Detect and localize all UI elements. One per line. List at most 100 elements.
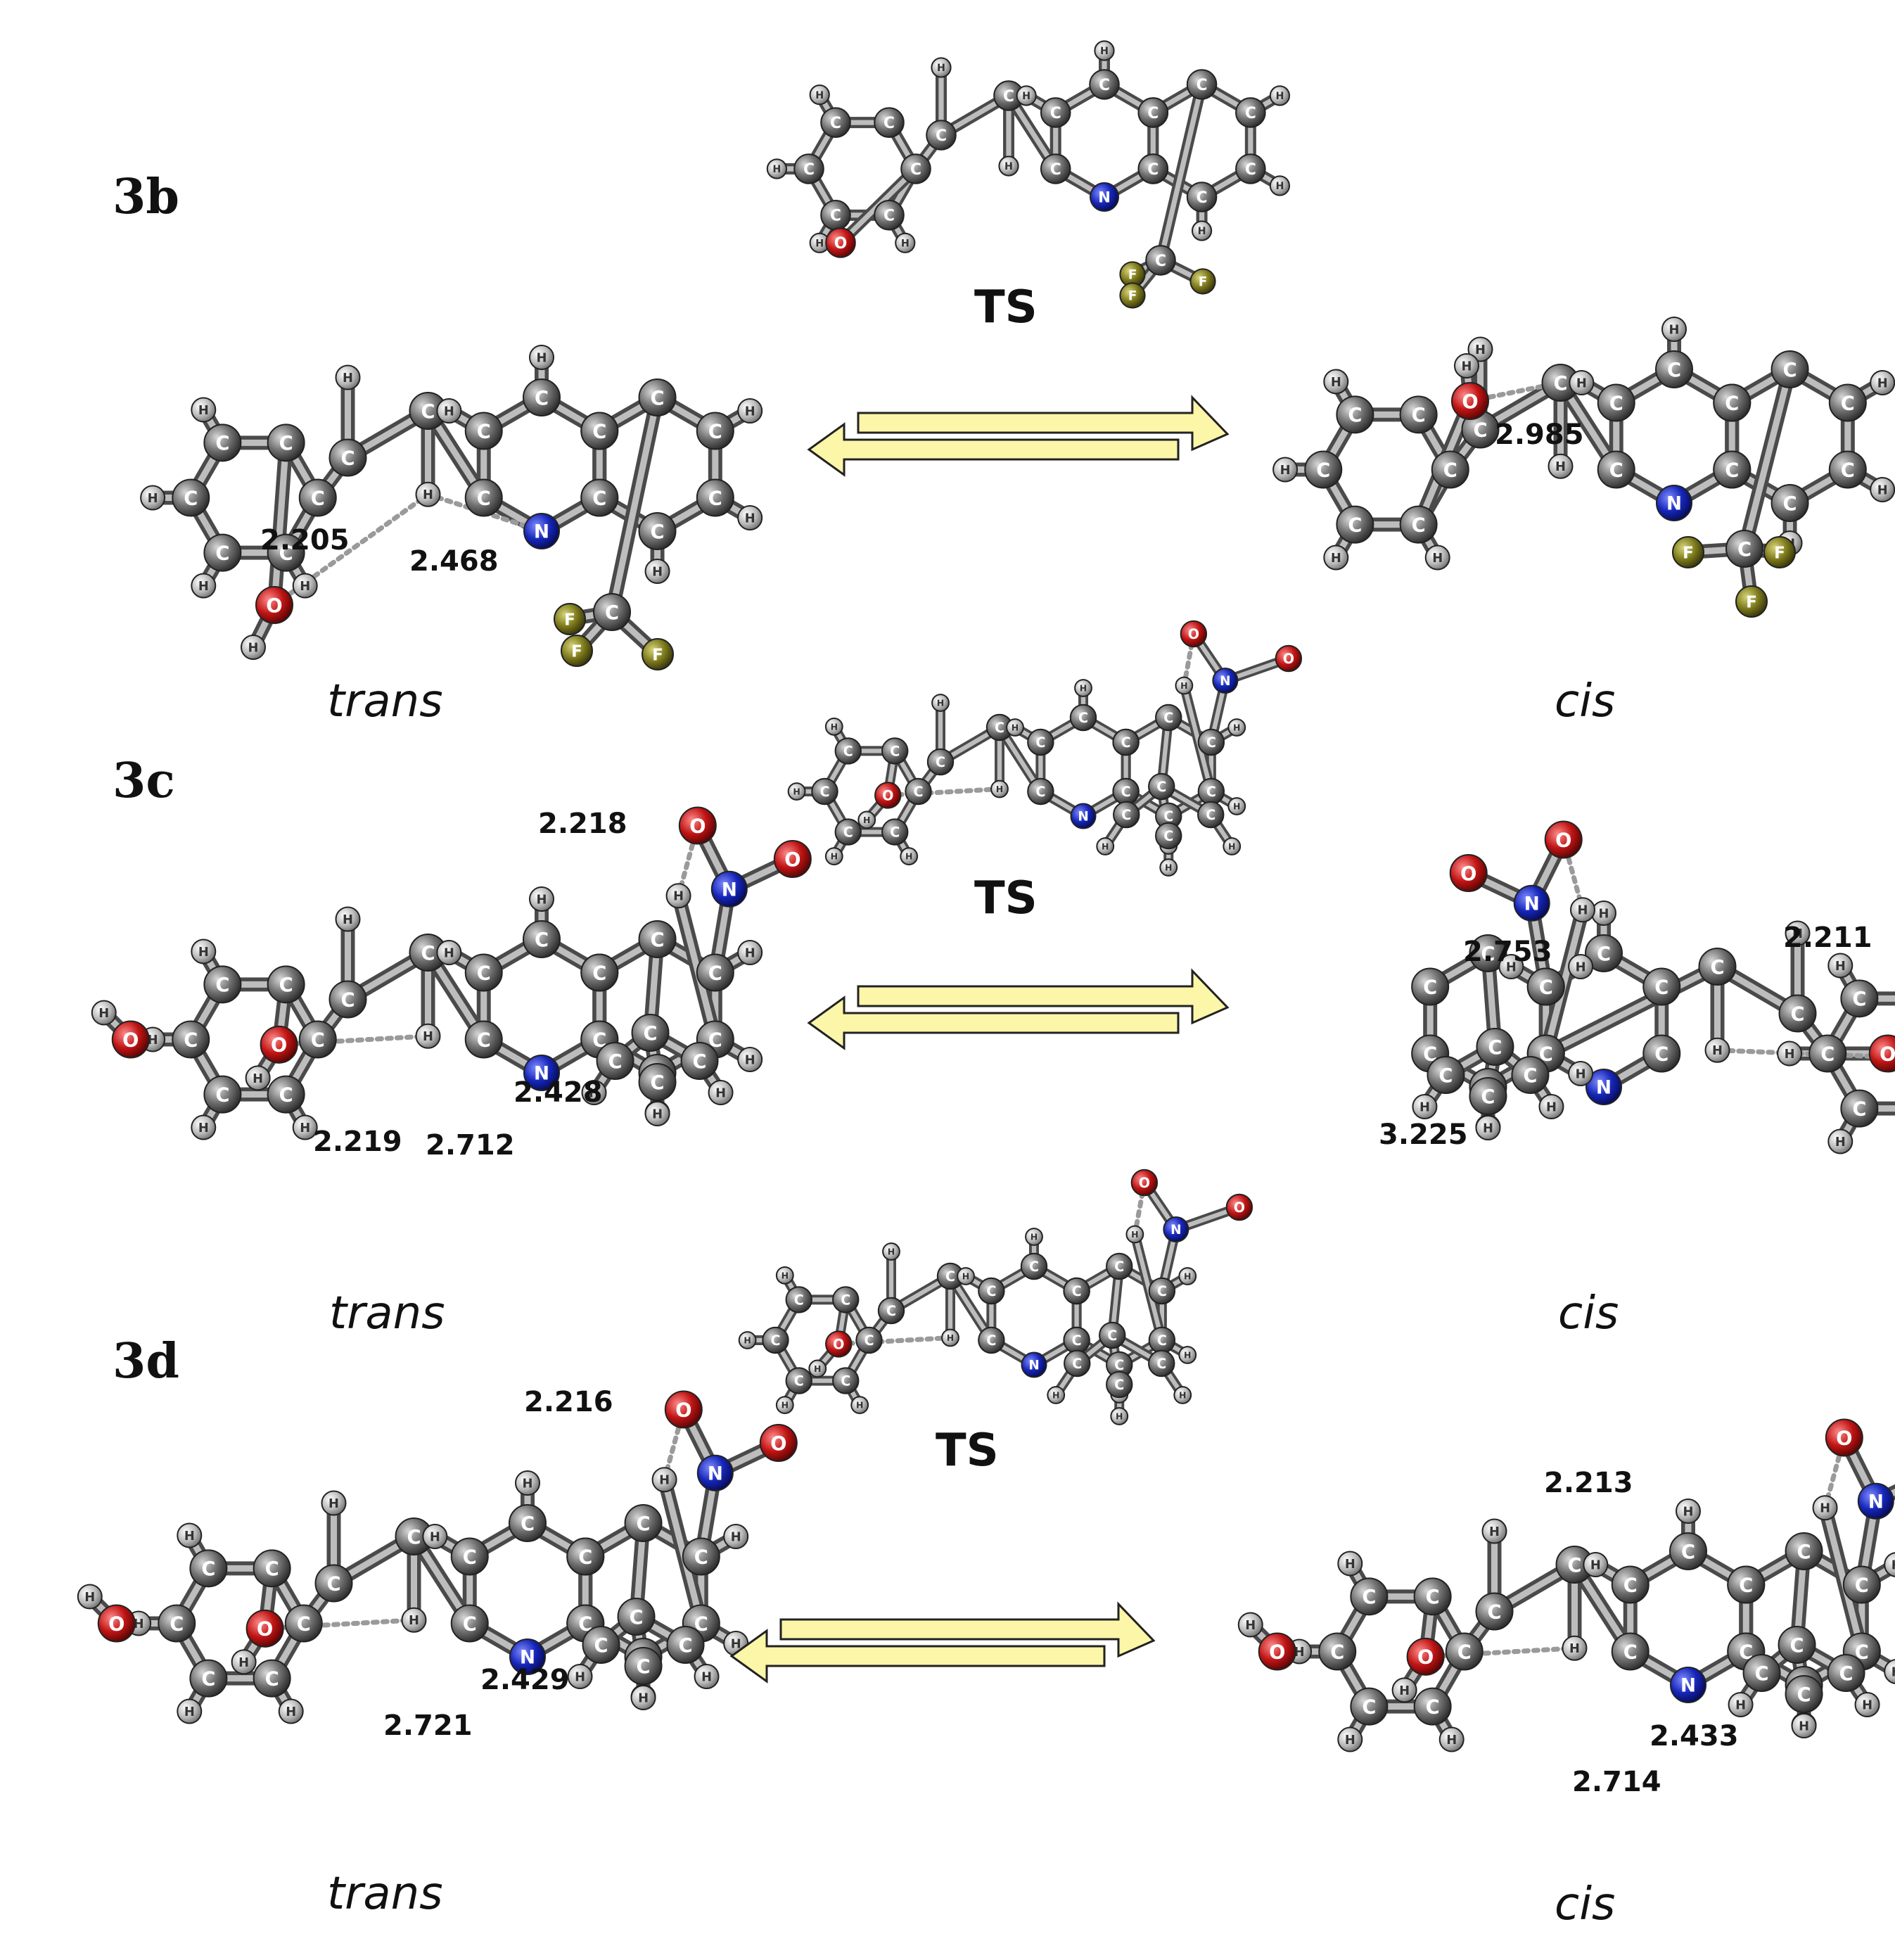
- hydrogen-bond: [885, 787, 1002, 798]
- atom-symbol: C: [913, 784, 923, 800]
- atom-H: [581, 1080, 607, 1105]
- atom-C: [267, 533, 305, 572]
- atom-symbol: C: [1667, 359, 1681, 381]
- atom-symbol: H: [343, 912, 353, 927]
- atom-C: [1186, 182, 1218, 212]
- atom-H: [436, 398, 462, 424]
- atom-symbol: H: [1399, 1684, 1410, 1698]
- atom-symbol: F: [1199, 275, 1208, 290]
- atom-symbol: H: [1198, 226, 1206, 237]
- atom-C: [523, 378, 561, 416]
- atom-symbol: N: [534, 522, 549, 543]
- atom-H: [1562, 1635, 1588, 1661]
- atom-symbol: C: [1739, 1641, 1753, 1663]
- atom-symbol: C: [201, 1558, 215, 1580]
- atom-symbol: H: [444, 404, 454, 419]
- atom-symbol: C: [1438, 1065, 1453, 1087]
- compound-label-3d: 3d: [113, 1333, 179, 1389]
- atom-C: [464, 412, 503, 450]
- atom-H: [1676, 1498, 1701, 1524]
- atom-C: [631, 1014, 670, 1052]
- atom-symbol: H: [831, 721, 838, 732]
- atom-symbol: C: [864, 1332, 874, 1349]
- atom-H: [567, 1664, 593, 1689]
- atom-symbol: H: [1345, 1733, 1355, 1748]
- atom-symbol: C: [651, 388, 665, 409]
- atom-O: [1180, 620, 1208, 648]
- atom-symbol: C: [1114, 1259, 1124, 1275]
- atom-C: [189, 1659, 228, 1698]
- atom-symbol: H: [996, 784, 1003, 794]
- atom-symbol: H: [1877, 483, 1888, 497]
- atom-C: [1842, 1565, 1881, 1604]
- atom-symbol: O: [1139, 1175, 1150, 1191]
- atom-C: [638, 378, 677, 416]
- atom-H: [292, 1114, 318, 1140]
- atom-C: [1089, 69, 1120, 100]
- atom-symbol: C: [201, 1669, 215, 1691]
- trans-label-3c: trans: [329, 1287, 445, 1339]
- atom-C: [582, 1626, 620, 1664]
- atom-symbol: N: [1078, 810, 1088, 825]
- atom-C: [267, 1075, 305, 1114]
- atom-symbol: C: [215, 543, 229, 565]
- atom-symbol: C: [819, 784, 829, 800]
- atom-H: [436, 940, 462, 965]
- atom-symbol: C: [1003, 88, 1014, 106]
- atom-symbol: C: [890, 825, 900, 841]
- atom-symbol: C: [936, 754, 945, 770]
- atom-symbol: C: [578, 1613, 592, 1635]
- atom-symbol: C: [886, 1303, 896, 1319]
- atom-C: [189, 1549, 228, 1588]
- atom-symbol: H: [430, 1529, 440, 1544]
- atom-symbol: H: [1131, 1229, 1138, 1240]
- atom-C: [1713, 450, 1752, 489]
- distance-label: 2.428: [513, 1076, 603, 1109]
- atom-H: [1870, 370, 1895, 395]
- atom-C: [1655, 350, 1693, 388]
- atom-C: [680, 1042, 719, 1080]
- atom-C: [1669, 1532, 1707, 1570]
- bond-highlight: [675, 892, 719, 1043]
- atom-O: [245, 1609, 284, 1648]
- atom-symbol: F: [1128, 268, 1137, 283]
- atom-symbol: O: [122, 1029, 139, 1051]
- atom-symbol: H: [1683, 1504, 1694, 1519]
- atom-symbol: O: [1555, 829, 1571, 851]
- atom-symbol: O: [1417, 1647, 1434, 1669]
- reverse-arrow: [807, 422, 1180, 477]
- distance-label: 2.219: [313, 1126, 402, 1158]
- atom-symbol: C: [708, 488, 722, 509]
- atom-F: [642, 638, 674, 670]
- atom-symbol: C: [1539, 1043, 1553, 1065]
- atom-symbol: H: [1052, 1390, 1059, 1401]
- atom-symbol: C: [1539, 976, 1553, 998]
- atom-N: [1021, 1351, 1047, 1378]
- atom-symbol: C: [1147, 105, 1159, 122]
- atom-H: [1227, 718, 1246, 737]
- atom-C: [874, 200, 905, 231]
- atom-symbol: H: [863, 815, 870, 825]
- atom-C: [1155, 822, 1182, 850]
- atom-N: [1670, 1667, 1706, 1703]
- atom-symbol: C: [1487, 1601, 1501, 1623]
- atom-H: [1178, 1267, 1197, 1285]
- atom-C: [253, 1549, 291, 1588]
- atom-symbol: H: [238, 1655, 249, 1670]
- atom-C: [580, 953, 619, 992]
- atom-symbol: O: [1269, 1641, 1285, 1663]
- atom-H: [1016, 85, 1037, 106]
- atom-C: [1106, 1252, 1133, 1280]
- atom-C: [696, 412, 734, 450]
- atom-symbol: H: [1569, 1641, 1580, 1656]
- atom-H: [1583, 1552, 1609, 1577]
- atom-symbol: H: [1546, 1100, 1557, 1114]
- atom-C: [1318, 1632, 1357, 1671]
- atom-symbol: C: [803, 161, 815, 179]
- atom-H: [738, 1331, 757, 1349]
- atom-symbol: H: [1165, 863, 1172, 873]
- atom-H: [321, 1490, 347, 1516]
- atom-H: [931, 694, 950, 712]
- atom-H: [766, 158, 788, 179]
- atom-C: [1040, 153, 1071, 184]
